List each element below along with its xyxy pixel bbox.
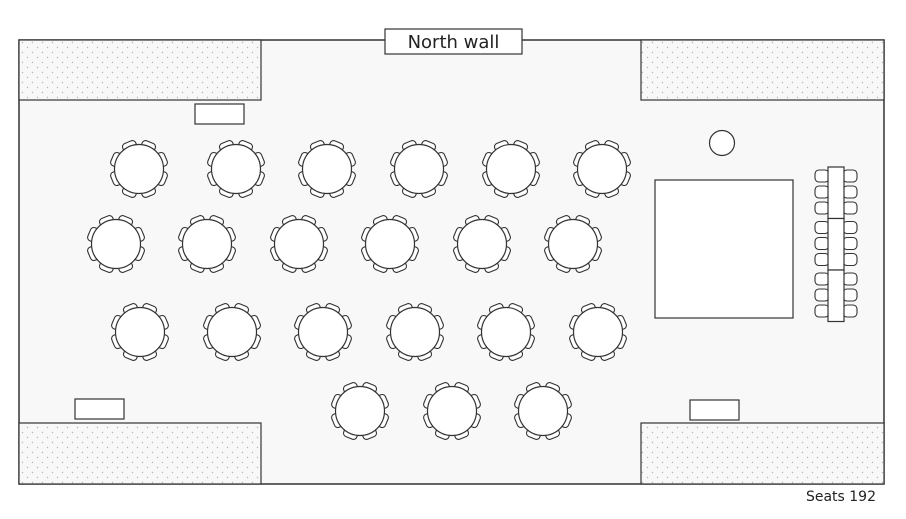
table-top	[273, 218, 325, 270]
corner-station-bottom-right[interactable]	[640, 422, 885, 485]
table-top	[334, 385, 386, 437]
round-table[interactable]	[482, 140, 541, 199]
table-top	[210, 143, 262, 195]
head-table-chair	[842, 236, 858, 251]
head-table-chair	[814, 252, 830, 267]
head-table-chair	[814, 220, 830, 235]
round-table[interactable]	[331, 382, 390, 441]
cake-table[interactable]	[708, 129, 736, 157]
round-table[interactable]	[390, 140, 449, 199]
table-top	[426, 385, 478, 437]
head-table-chair	[842, 201, 858, 215]
table-top	[517, 385, 569, 437]
table-top	[364, 218, 416, 270]
round-table[interactable]	[298, 140, 357, 199]
round-tables	[87, 140, 632, 441]
table-top	[113, 143, 165, 195]
head-table-chair	[842, 169, 858, 183]
table-top	[181, 218, 233, 270]
dance-floor[interactable]	[654, 179, 794, 319]
head-table-chair	[814, 304, 830, 318]
side-table-top[interactable]	[194, 103, 245, 125]
round-table[interactable]	[87, 215, 146, 274]
table-top	[393, 143, 445, 195]
table-top	[114, 306, 166, 358]
round-table[interactable]	[573, 140, 632, 199]
head-table-chair	[842, 288, 858, 302]
head-table-section	[827, 217, 845, 271]
round-table[interactable]	[207, 140, 266, 199]
round-table[interactable]	[544, 215, 603, 274]
table-top	[547, 218, 599, 270]
head-table[interactable]	[814, 166, 858, 323]
head-table-chair	[814, 236, 830, 251]
head-table-chair	[814, 288, 830, 302]
table-top	[90, 218, 142, 270]
round-table[interactable]	[569, 303, 628, 362]
corner-station-top-left[interactable]	[18, 39, 262, 101]
round-table[interactable]	[111, 303, 170, 362]
head-table-section	[827, 269, 845, 323]
head-table-chair	[842, 185, 858, 199]
seat-count: Seats 192	[805, 489, 876, 505]
round-table[interactable]	[270, 215, 329, 274]
head-table-chair	[814, 201, 830, 215]
table-top	[206, 306, 258, 358]
round-table[interactable]	[110, 140, 169, 199]
side-table-bottom-left[interactable]	[74, 398, 125, 420]
table-top	[301, 143, 353, 195]
head-table-chair	[814, 185, 830, 199]
side-table-bottom-right[interactable]	[689, 399, 740, 421]
wall-label-box	[384, 28, 523, 55]
head-table-chair	[842, 272, 858, 286]
table-top	[456, 218, 508, 270]
table-top	[485, 143, 537, 195]
head-table-chair	[842, 304, 858, 318]
head-table-section	[827, 166, 845, 220]
table-top	[576, 143, 628, 195]
round-table[interactable]	[294, 303, 353, 362]
table-top	[480, 306, 532, 358]
wall-label: North wall	[408, 32, 500, 53]
round-table[interactable]	[361, 215, 420, 274]
table-top	[389, 306, 441, 358]
corner-station-top-right[interactable]	[640, 39, 885, 101]
head-table-chair	[814, 169, 830, 183]
round-table[interactable]	[203, 303, 262, 362]
head-table-chair	[814, 272, 830, 286]
round-table[interactable]	[477, 303, 536, 362]
head-table-chair	[842, 252, 858, 267]
corner-station-bottom-left[interactable]	[18, 422, 262, 485]
round-table[interactable]	[386, 303, 445, 362]
round-table[interactable]	[514, 382, 573, 441]
round-table[interactable]	[178, 215, 237, 274]
round-table[interactable]	[453, 215, 512, 274]
round-table[interactable]	[423, 382, 482, 441]
table-top	[572, 306, 624, 358]
table-top	[297, 306, 349, 358]
head-table-chair	[842, 220, 858, 235]
